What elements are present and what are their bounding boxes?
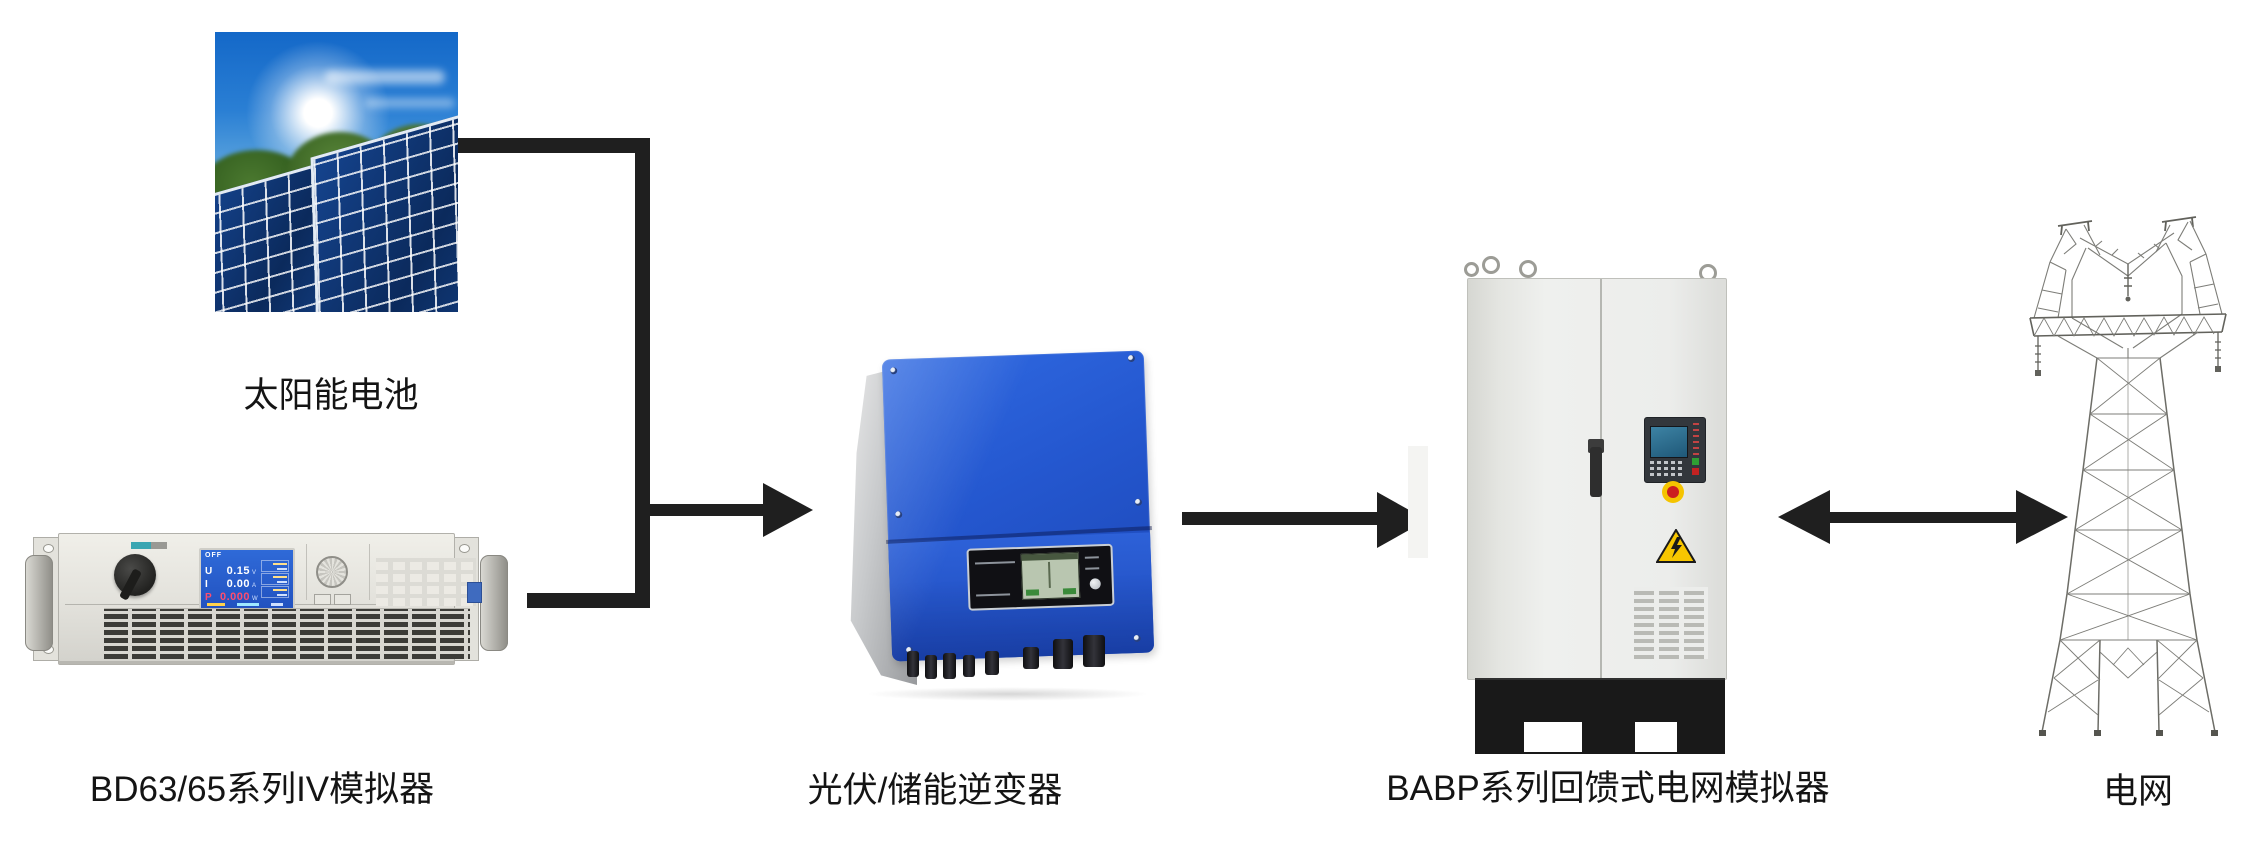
handle-left <box>25 555 53 651</box>
cloud <box>365 98 455 108</box>
arrow-to-inverter-shaft <box>648 504 765 516</box>
lifting-eye <box>1464 262 1479 277</box>
emergency-stop-button[interactable] <box>1662 481 1684 503</box>
inverter-shadow <box>865 687 1150 701</box>
row-label: U <box>205 566 213 577</box>
cabinet-base <box>1475 678 1725 754</box>
screw-hole <box>43 544 54 553</box>
ventilation-grille <box>104 608 470 659</box>
panel-round-button[interactable] <box>1089 578 1101 590</box>
panel-divider <box>369 544 370 600</box>
cabinet-control-panel <box>1644 417 1706 483</box>
label-power-grid: 电网 <box>2102 772 2174 811</box>
connector-vertical <box>635 138 650 608</box>
row-label: I <box>205 579 208 590</box>
cable-gland <box>1083 635 1105 667</box>
cable-gland <box>985 651 999 675</box>
small-button[interactable] <box>314 594 331 605</box>
panel-divider <box>306 544 307 600</box>
brand-logo <box>131 542 167 549</box>
led-column <box>1693 423 1699 455</box>
double-arrow-right-head <box>2016 490 2068 544</box>
connector-bottom <box>527 593 650 608</box>
label-iv-simulator: BD63/65系列IV模拟器 <box>89 770 435 809</box>
lcd-badge <box>1025 589 1040 596</box>
power-grid-tower <box>2029 216 2227 736</box>
inverter-lcd <box>1020 551 1081 600</box>
tower-lattice <box>2029 216 2227 736</box>
small-button[interactable] <box>334 594 351 605</box>
arrow-to-cabinet-shaft <box>1182 512 1379 525</box>
label-solar-panel: 太阳能电池 <box>243 376 419 415</box>
photo-edge-artifact <box>1408 446 1428 558</box>
control-screen <box>1650 426 1688 458</box>
rotary-knob[interactable] <box>316 556 348 588</box>
panel-text-line <box>976 593 1011 597</box>
forklift-slot <box>1524 722 1582 752</box>
high-voltage-warning-icon <box>1656 529 1696 563</box>
lcd-curve <box>1047 561 1051 588</box>
cable-gland <box>943 653 956 679</box>
power-rotary-switch[interactable] <box>114 554 156 601</box>
grid-simulator-cabinet <box>1462 250 1742 762</box>
panel-text-line <box>1084 556 1099 559</box>
cable-gland <box>925 655 937 679</box>
cable-gland <box>907 651 919 677</box>
door-handle[interactable] <box>1590 447 1602 497</box>
control-keypad[interactable] <box>1650 461 1685 476</box>
panel-text-line <box>974 561 1015 565</box>
display-status: OFF <box>205 552 222 559</box>
status-bar-segment <box>237 603 259 606</box>
numeric-keypad[interactable] <box>376 558 476 606</box>
row-unit: A <box>252 583 257 589</box>
lifting-eye <box>1519 260 1537 278</box>
cable-gland <box>1023 647 1039 669</box>
start-button[interactable] <box>1692 458 1699 465</box>
cable-gland <box>963 655 975 677</box>
setpoint-box <box>261 586 289 598</box>
cabinet-louvers <box>1634 587 1708 659</box>
cable-gland <box>1053 639 1073 669</box>
solar-panel-photo <box>215 32 458 312</box>
inverter-display-panel <box>966 543 1115 611</box>
row-unit: W <box>252 596 258 602</box>
setpoint-box <box>261 560 289 572</box>
status-bar-segment <box>271 603 283 606</box>
switch-lever <box>119 568 142 601</box>
lifting-eye <box>1482 256 1500 274</box>
enter-key[interactable] <box>467 582 482 603</box>
row-value: 0.000 <box>219 591 250 603</box>
row-unit: V <box>252 570 257 576</box>
double-arrow-left-head <box>1778 490 1830 544</box>
cabinet-body <box>1467 278 1727 680</box>
panel-text-line <box>1085 567 1100 570</box>
screw-hole <box>459 544 470 553</box>
inverter-sheen <box>881 350 1155 662</box>
connector-top <box>458 138 650 153</box>
row-value: 0.00 <box>226 578 250 590</box>
lcd-badge <box>1062 588 1077 595</box>
lcd-titlebar <box>1021 552 1078 561</box>
row-value: 0.15 <box>226 565 250 577</box>
arrow-to-inverter-head <box>763 483 813 537</box>
double-arrow-shaft <box>1828 512 2018 523</box>
label-grid-simulator: BABP系列回馈式电网模拟器 <box>1386 769 1830 808</box>
setpoint-box <box>261 573 289 585</box>
status-bar-segment <box>207 603 225 606</box>
forklift-slot <box>1635 722 1677 752</box>
inverter-front-panel <box>881 350 1155 662</box>
row-label: P <box>205 592 212 603</box>
label-inverter: 光伏/储能逆变器 <box>807 771 1063 810</box>
pv-inverter-device <box>825 335 1165 705</box>
cloud <box>325 70 445 84</box>
handle-right <box>480 555 508 651</box>
stop-button[interactable] <box>1692 468 1699 475</box>
